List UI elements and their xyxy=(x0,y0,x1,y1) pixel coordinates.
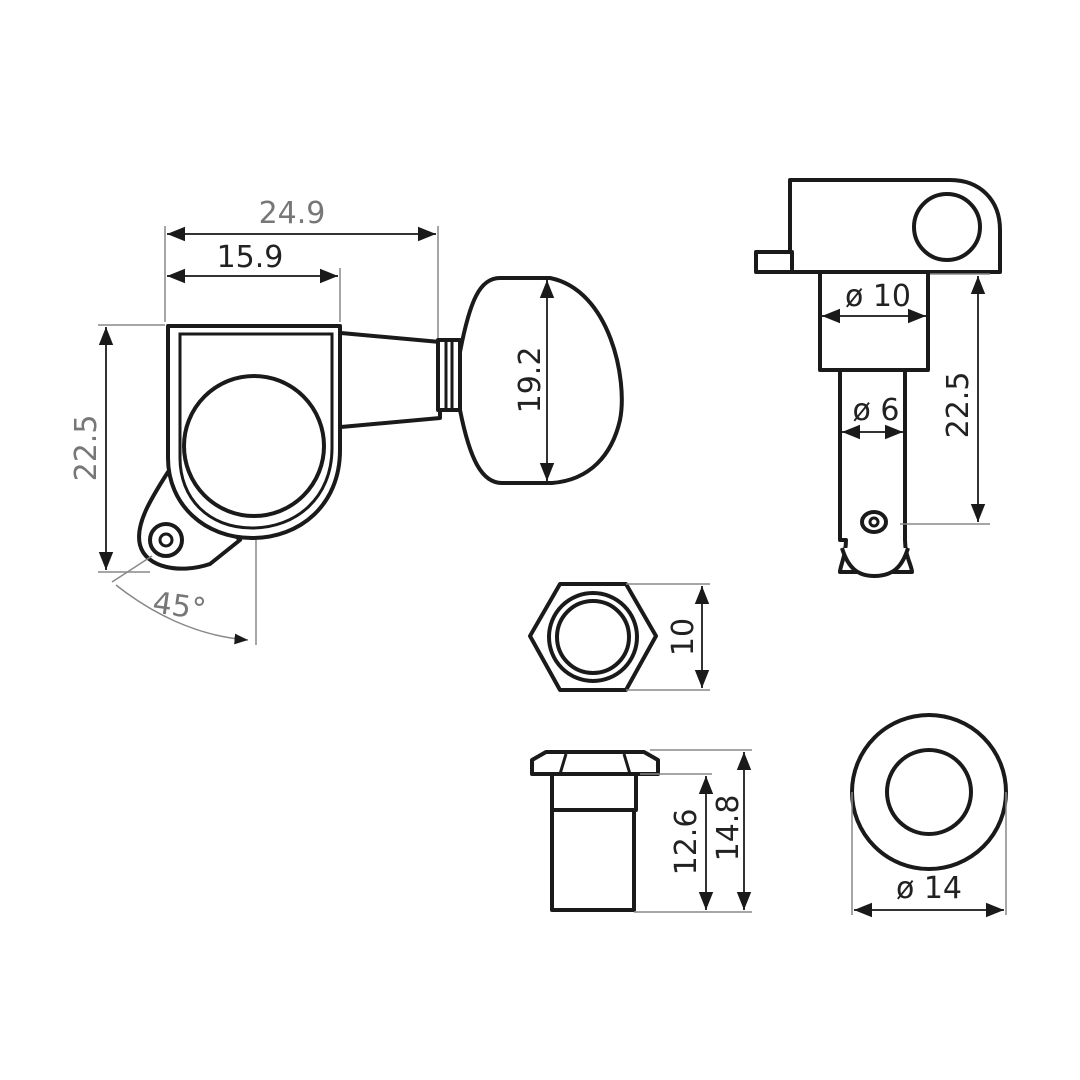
dim-washer-diameter: ø 14 xyxy=(896,871,962,906)
dim-shaft-diameter: ø 6 xyxy=(853,393,900,428)
screw-hole-outer xyxy=(148,522,184,558)
post-hole xyxy=(182,374,326,518)
housing-hole xyxy=(912,192,982,262)
tuner-side-view: 24.9 15.9 22.5 19.2 45° xyxy=(69,196,624,645)
washer-inner xyxy=(885,748,973,836)
screw-hole-inner xyxy=(158,532,174,548)
bushing-neck xyxy=(550,772,638,812)
bushing-body xyxy=(550,808,636,912)
post-side-view: ø 10 ø 6 22.5 xyxy=(754,178,1002,578)
dim-post-height: 22.5 xyxy=(941,372,976,439)
dim-nut-width: 10 xyxy=(666,618,701,656)
string-hole-inner xyxy=(868,516,880,528)
hex-nut-ring-inner xyxy=(555,599,631,675)
dim-body-width: 15.9 xyxy=(217,240,284,275)
washer-top-view: ø 14 xyxy=(850,713,1008,918)
housing-tab xyxy=(754,250,794,274)
dim-post-diameter: ø 10 xyxy=(845,279,911,314)
tuner-body-inner-edge xyxy=(178,332,334,530)
bushing-side-view: 12.6 14.8 xyxy=(530,749,752,913)
dim-bushing-inner-height: 12.6 xyxy=(669,809,704,876)
bushing-head xyxy=(530,750,660,776)
shaft-collar xyxy=(436,338,462,412)
dim-overall-width: 24.9 xyxy=(259,196,326,231)
dim-body-height: 22.5 xyxy=(69,415,104,482)
string-hole xyxy=(860,510,888,534)
dim-bushing-outer-height: 14.8 xyxy=(711,795,746,862)
dim-button-height: 19.2 xyxy=(513,347,548,414)
tuner-shaft xyxy=(328,330,442,430)
dim-angle: 45° xyxy=(151,586,209,628)
post-tip xyxy=(840,547,910,578)
hex-nut-top-view: 10 xyxy=(528,582,710,692)
